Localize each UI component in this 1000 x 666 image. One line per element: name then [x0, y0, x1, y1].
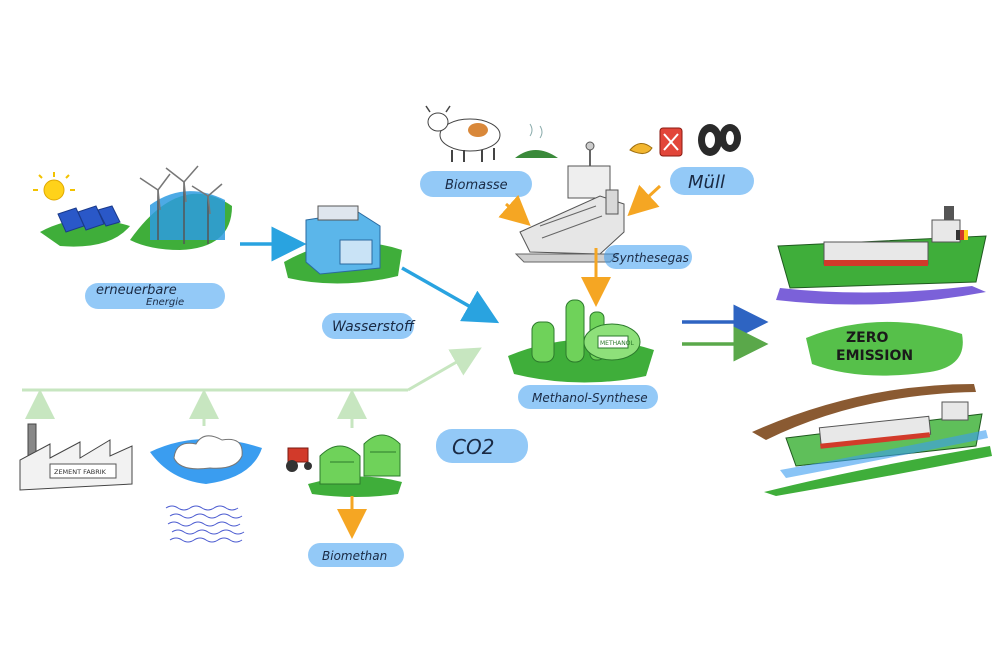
- tractor-icon: [286, 447, 312, 472]
- cargo-ship-icon: [776, 206, 987, 305]
- label-highlight: [322, 313, 414, 339]
- arrow-biomass-to-gasifier: [498, 194, 531, 226]
- label-renewable-sub: Energie: [146, 297, 184, 308]
- biogas-plant-icon: [308, 434, 402, 497]
- gasifier-plant-icon: [514, 141, 625, 263]
- cargo-ship-river-icon: [752, 384, 992, 496]
- arrow-co2-to-methanol: [407, 347, 482, 392]
- factory-sign: ZEMENT FABRIK: [54, 468, 107, 476]
- water-waves-icon: [165, 505, 245, 543]
- label-co2: CO2: [452, 435, 494, 459]
- renewable-energy-illustration: [33, 165, 232, 250]
- label-highlight: [436, 429, 528, 463]
- label-highlight: [420, 171, 532, 197]
- label-highlight: [85, 283, 225, 309]
- plant-sign: METHANOL: [600, 340, 634, 347]
- cloud-icon: [150, 435, 262, 484]
- label-highlight: [518, 385, 658, 409]
- arrow-hydrogen-to-methanol: [401, 266, 500, 324]
- label-highlight: [604, 245, 692, 269]
- label-syngas: Synthesegas: [612, 251, 689, 265]
- label-zero: ZERO: [846, 330, 888, 346]
- label-emission: EMISSION: [836, 348, 913, 364]
- cow-icon: [425, 105, 501, 162]
- cement-factory-icon: ZEMENT FABRIK: [19, 423, 133, 491]
- label-biomethane: Biomethan: [322, 549, 387, 563]
- manure-heap-icon: [515, 123, 558, 158]
- label-highlight: [308, 543, 404, 567]
- label-waste: Müll: [688, 172, 725, 193]
- methanol-plant-icon: METHANOL: [508, 299, 654, 383]
- label-renewable: erneuerbare: [96, 283, 177, 298]
- zero-emission-badge: ZERO EMISSION: [806, 321, 963, 376]
- wind-turbine-icon: [139, 165, 223, 244]
- arrow-waste-to-gasifier: [627, 184, 662, 217]
- waste-items-icon: [629, 124, 741, 157]
- sun-icon: [33, 172, 75, 201]
- label-highlight: [670, 167, 754, 195]
- label-biomass: Biomasse: [445, 178, 508, 193]
- label-methanol: Methanol-Synthese: [532, 391, 648, 405]
- electrolyzer-plant-icon: [284, 205, 402, 284]
- label-hydrogen: Wasserstoff: [332, 319, 416, 335]
- solar-panel-icon: [57, 205, 121, 233]
